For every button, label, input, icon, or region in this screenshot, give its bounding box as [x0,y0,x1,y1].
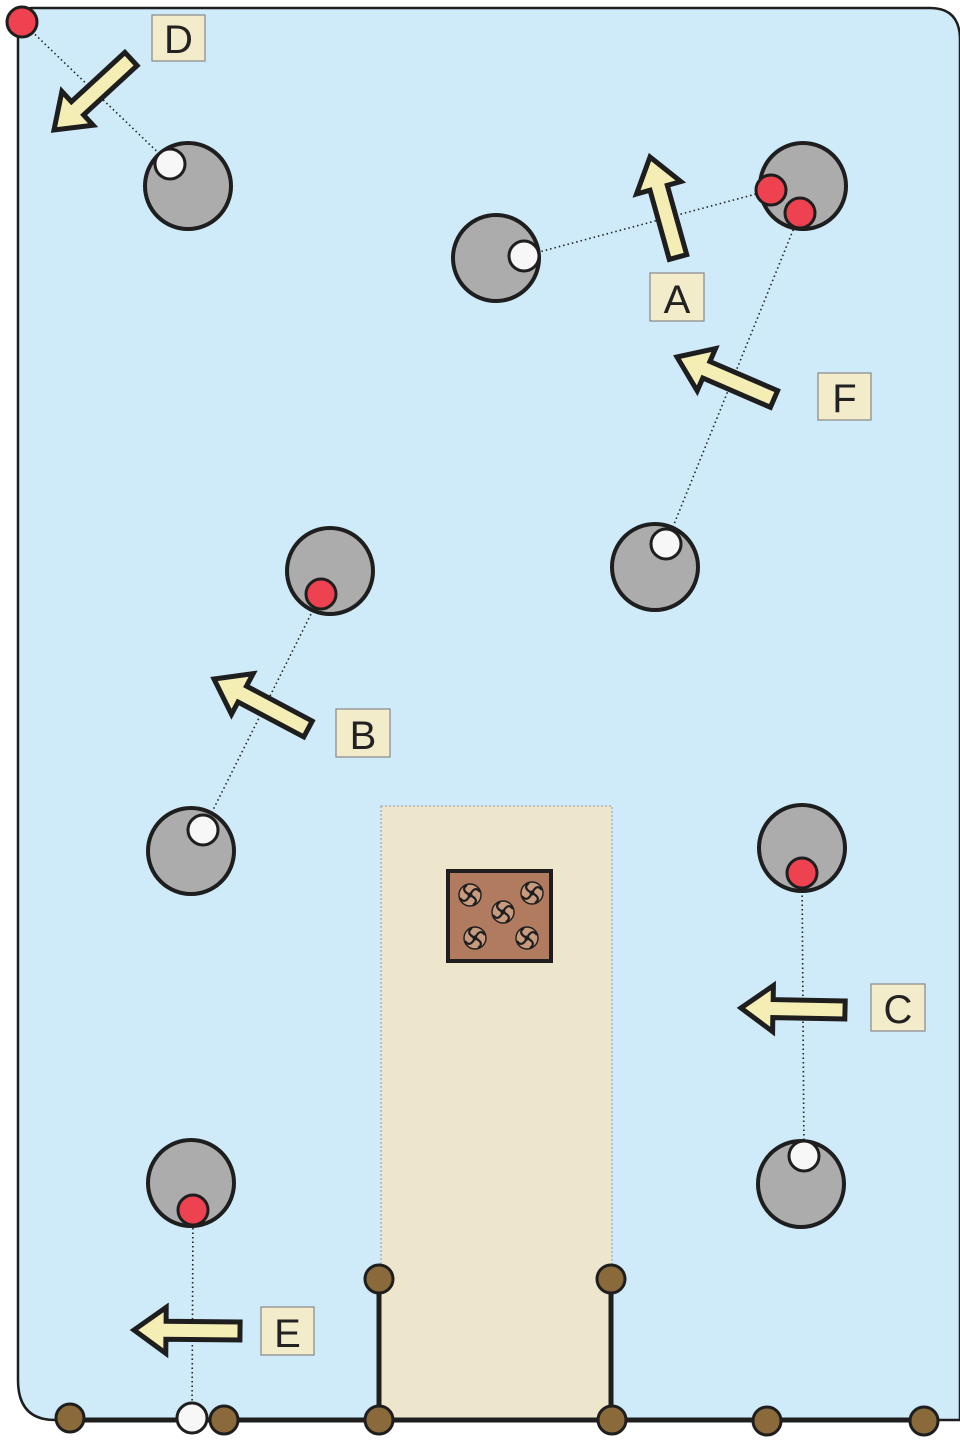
post [910,1407,938,1435]
red-marker [756,175,786,205]
white-marker [188,815,218,845]
tile-icon [448,871,551,961]
post [597,1265,625,1293]
post [210,1406,238,1434]
label-text-E: E [274,1312,301,1356]
post [598,1406,626,1434]
label-text-A: A [664,278,691,322]
label-E: E [261,1307,314,1356]
red-marker [306,579,336,609]
label-text-C: C [884,988,913,1032]
label-text-F: F [832,377,856,421]
post [365,1265,393,1293]
label-text-D: D [164,18,193,62]
label-F: F [818,373,871,421]
white-marker [651,529,681,559]
white-marker [155,149,185,179]
label-D: D [152,15,205,62]
post [56,1404,84,1432]
white-marker [177,1403,207,1433]
post [753,1407,781,1435]
red-marker [785,198,815,228]
post [365,1406,393,1434]
label-text-B: B [350,714,377,758]
white-marker [509,241,539,271]
label-A: A [650,273,704,322]
red-marker [7,7,37,37]
red-marker [178,1195,208,1225]
label-C: C [871,984,925,1032]
red-marker [787,858,817,888]
label-B: B [336,709,390,758]
white-marker [789,1141,819,1171]
